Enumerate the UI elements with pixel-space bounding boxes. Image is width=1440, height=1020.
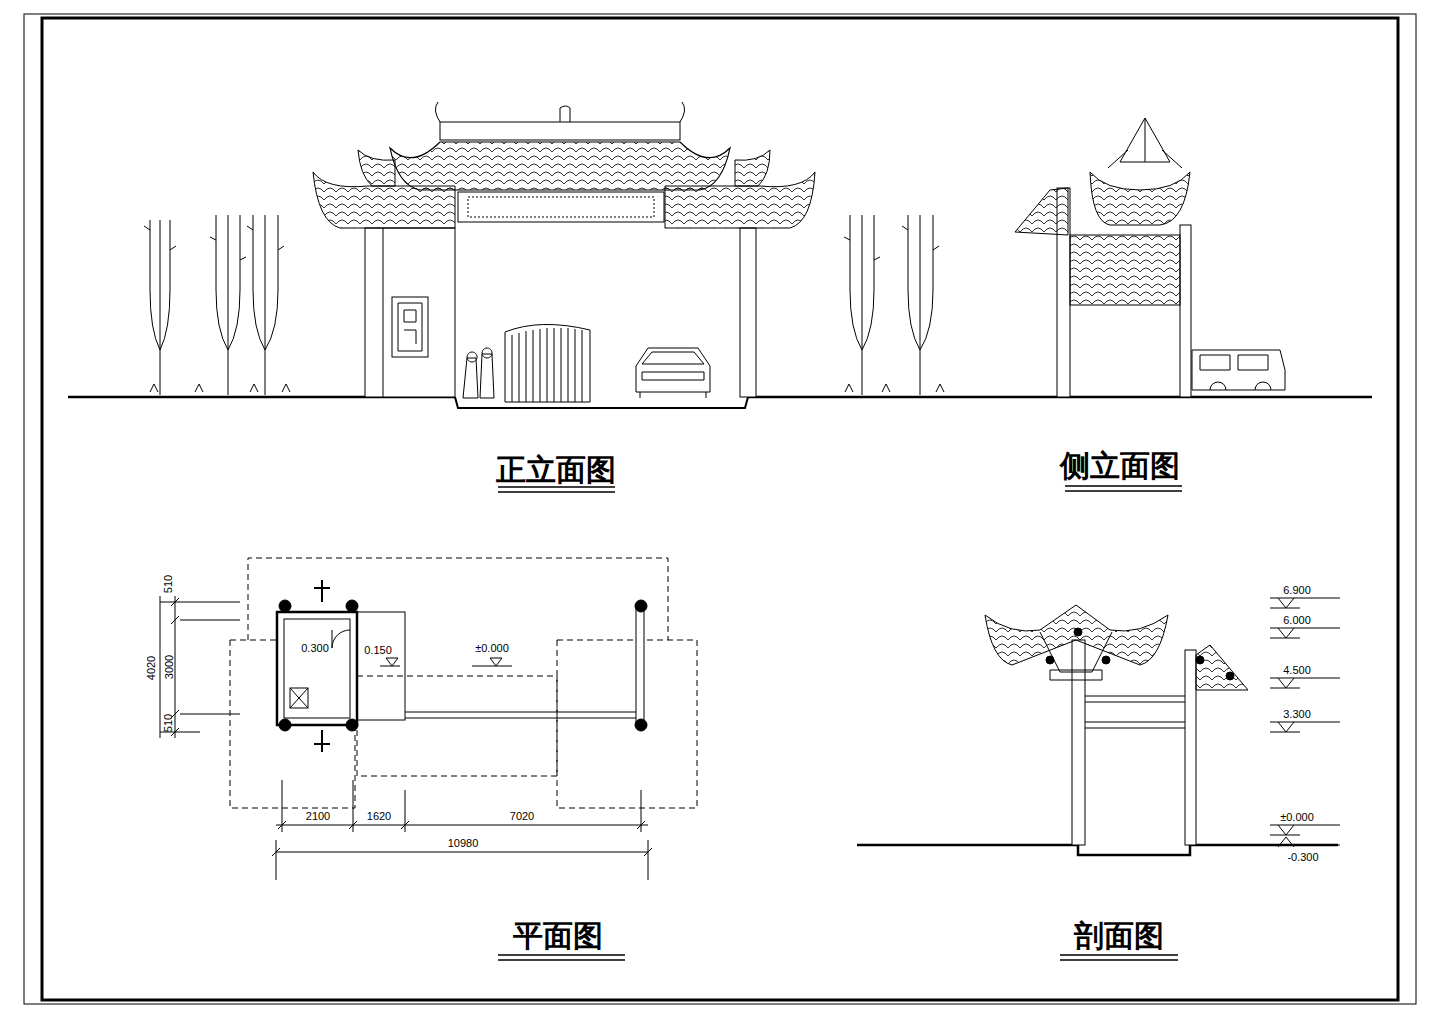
- dimension: 3000: [164, 655, 175, 679]
- level-mark: 4.500: [1283, 665, 1311, 676]
- level-mark: -0.300: [1287, 852, 1318, 863]
- dimension: 510: [163, 714, 174, 732]
- dimension: 2100: [306, 811, 330, 822]
- level-mark: ±0.000: [475, 643, 509, 654]
- dimension: 4020: [146, 656, 157, 680]
- view-title: 平面图: [513, 921, 603, 951]
- level-mark: 0.150: [364, 645, 392, 656]
- dimension: 7020: [510, 811, 534, 822]
- level-mark: 6.000: [1283, 615, 1311, 626]
- dimension: 510: [163, 575, 174, 593]
- view-title: 剖面图: [1074, 921, 1164, 951]
- view-title: 正立面图: [496, 455, 616, 485]
- level-mark: 3.300: [1283, 709, 1311, 720]
- level-mark: 0.300: [301, 643, 329, 654]
- view-title: 侧立面图: [1060, 451, 1180, 481]
- level-mark: ±0.000: [1280, 812, 1314, 823]
- dimension: 1620: [367, 811, 391, 822]
- dimension: 10980: [448, 838, 479, 849]
- level-mark: 6.900: [1283, 585, 1311, 596]
